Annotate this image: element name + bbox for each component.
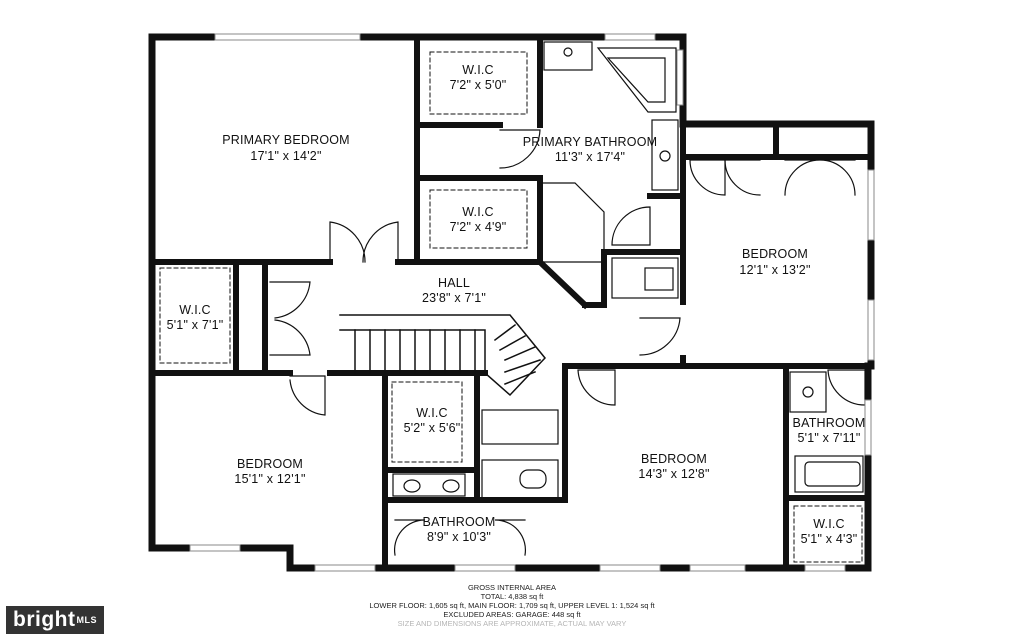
room-dim-wic-2: 7'2" x 4'9" (449, 220, 507, 234)
room-dim-wic-5: 5'1" x 4'3" (800, 532, 858, 546)
room-name-wic-3: W.I.C (179, 303, 211, 317)
brand-text: bright (13, 608, 76, 631)
room-dim-bedroom-center: 14'3" x 12'8" (638, 467, 710, 481)
windows (189, 33, 875, 572)
footer-floors: LOWER FLOOR: 1,605 sq ft, MAIN FLOOR: 1,… (369, 601, 655, 610)
room-name-bedroom-center: BEDROOM (641, 452, 707, 466)
closet-shelves (159, 51, 863, 563)
room-name-hall: HALL (437, 276, 471, 290)
room-dim-bedroom-left: 15'1" x 12'1" (234, 472, 306, 486)
room-name-wic-1: W.I.C (462, 63, 494, 77)
room-name-bathroom-center: BATHROOM (422, 515, 496, 529)
room-dim-bathroom-right: 5'1" x 7'11" (797, 431, 861, 445)
door-swings (269, 129, 866, 556)
room-dim-wic-1: 7'2" x 5'0" (449, 78, 507, 92)
exterior-walls (148, 33, 875, 572)
room-dim-hall: 23'8" x 7'1" (421, 291, 487, 305)
room-dim-primary-bedroom: 17'1" x 14'2" (250, 149, 322, 163)
room-name-bedroom-right: BEDROOM (742, 247, 808, 261)
room-name-bathroom-right: BATHROOM (792, 416, 866, 430)
room-dim-wic-3: 5'1" x 7'1" (166, 318, 224, 332)
room-name-bedroom-left: BEDROOM (237, 457, 303, 471)
room-dim-primary-bathroom: 11'3" x 17'4" (554, 150, 626, 164)
staircase (339, 314, 546, 397)
room-name-wic-5: W.I.C (813, 517, 845, 531)
footer-disclaimer: SIZE AND DIMENSIONS ARE APPROXIMATE, ACT… (397, 619, 627, 628)
room-dim-bedroom-right: 12'1" x 13'2" (739, 263, 811, 277)
room-name-wic-2: W.I.C (462, 205, 494, 219)
footer-total: TOTAL: 4,838 sq ft (480, 592, 544, 601)
room-name-primary-bathroom: PRIMARY BATHROOM (522, 135, 658, 149)
room-name-wic-4: W.I.C (416, 406, 448, 420)
room-name-primary-bedroom: PRIMARY BEDROOM (222, 133, 350, 147)
fixtures (392, 41, 864, 499)
room-dim-wic-4: 5'2" x 5'6" (403, 421, 461, 435)
brand-tm: MLS (76, 615, 97, 625)
room-dim-bathroom-center: 8'9" x 10'3" (426, 530, 492, 544)
footer-title: GROSS INTERNAL AREA (467, 583, 557, 592)
footer-excluded: EXCLUDED AREAS: GARAGE: 448 sq ft (443, 610, 581, 619)
interior-walls (149, 37, 874, 571)
